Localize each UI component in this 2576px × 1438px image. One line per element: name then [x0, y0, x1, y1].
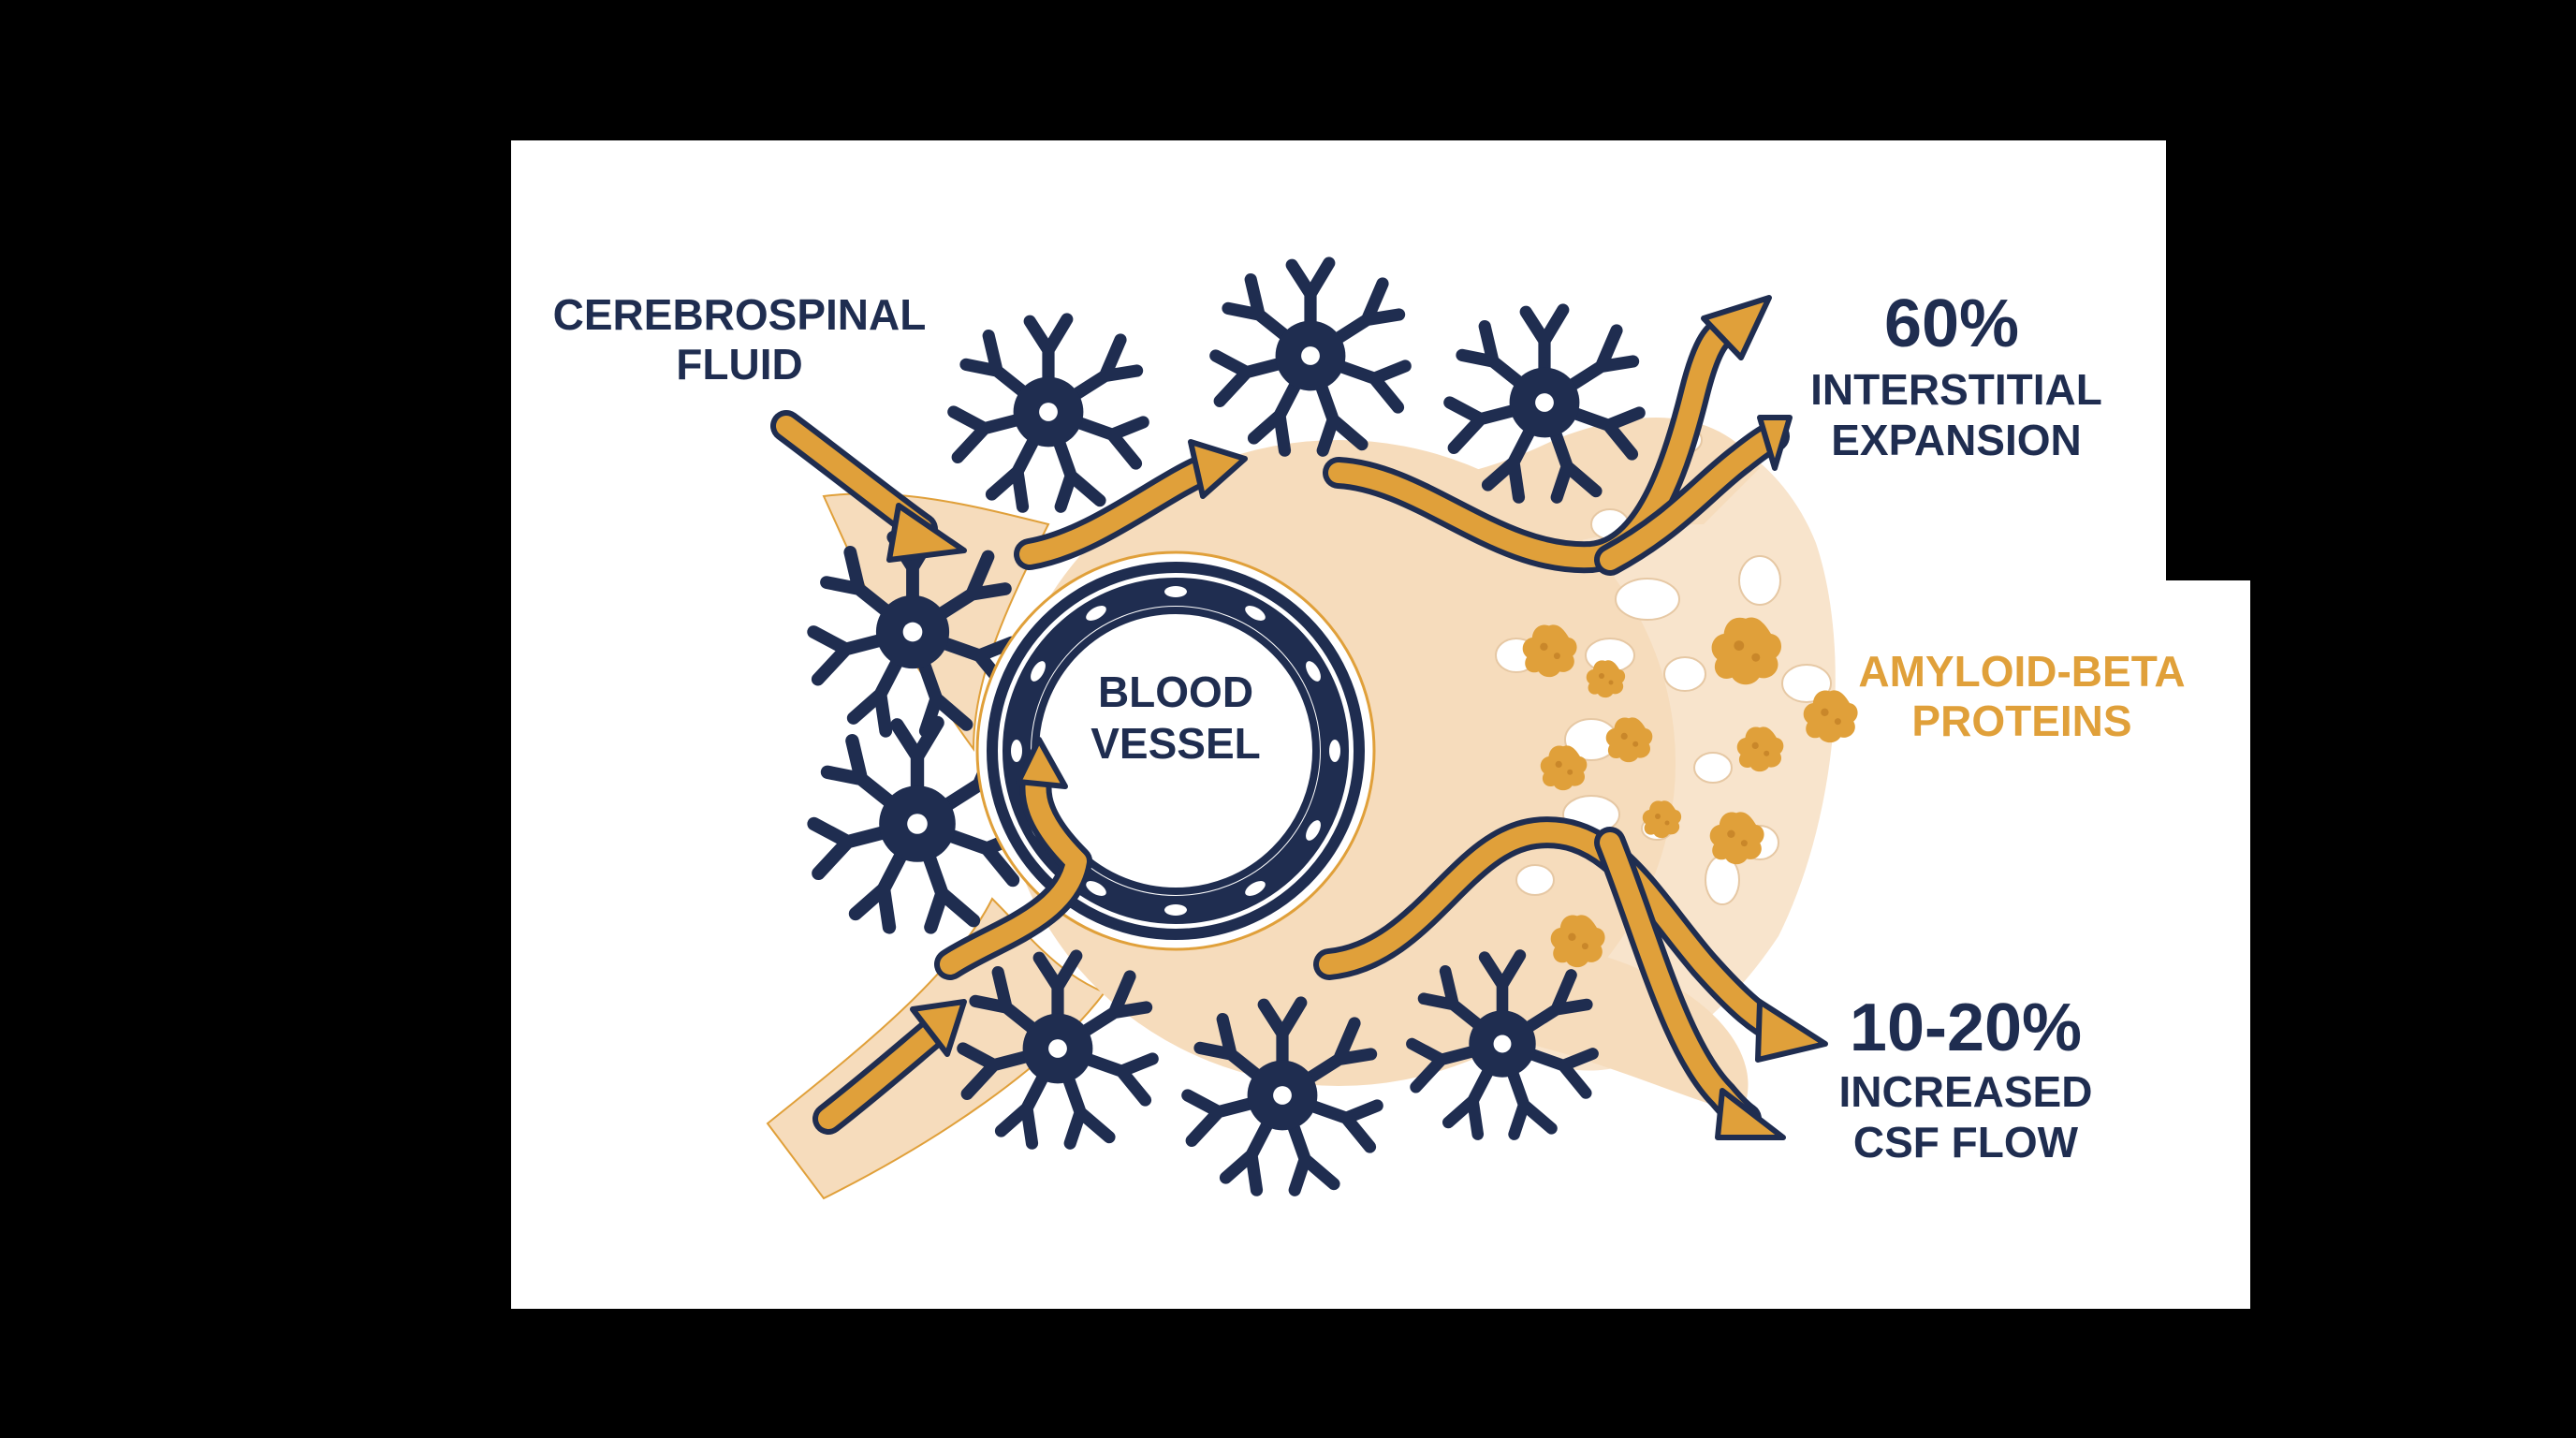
flow-arrow-icon — [1594, 415, 1793, 576]
interstitial-stat-line2: EXPANSION — [1831, 416, 2082, 464]
interstitial-stat-line1: INTERSTITIAL — [1810, 365, 2102, 414]
csf-label-line1: CEREBROSPINAL — [553, 290, 927, 339]
flow-arrows — [770, 295, 1828, 1140]
amyloid-label-line2: PROTEINS — [1911, 697, 2131, 745]
flow-arrow-icon — [934, 737, 1092, 980]
interstitial-stat-value: 60% — [1884, 286, 2019, 361]
vessel-label-line1: BLOOD — [1098, 668, 1253, 716]
csf-label-line2: FLUID — [676, 340, 802, 389]
amyloid-label-line1: AMYLOID-BETA — [1858, 647, 2185, 696]
flow-stat-value: 10-20% — [1850, 990, 2082, 1065]
flow-arrow-icon — [812, 999, 967, 1135]
labels: CEREBROSPINAL FLUID BLOOD VESSEL 60% INT… — [553, 286, 2186, 1167]
flow-arrow-icon — [1313, 816, 1828, 1063]
vessel-label-line2: VESSEL — [1090, 719, 1261, 768]
flow-arrow-icon — [770, 410, 967, 563]
flow-arrow-icon — [1014, 439, 1248, 570]
flow-stat-line2: CSF FLOW — [1853, 1118, 2079, 1167]
flow-arrow-icon — [1594, 827, 1786, 1140]
flow-stat-line1: INCREASED — [1839, 1067, 2093, 1116]
